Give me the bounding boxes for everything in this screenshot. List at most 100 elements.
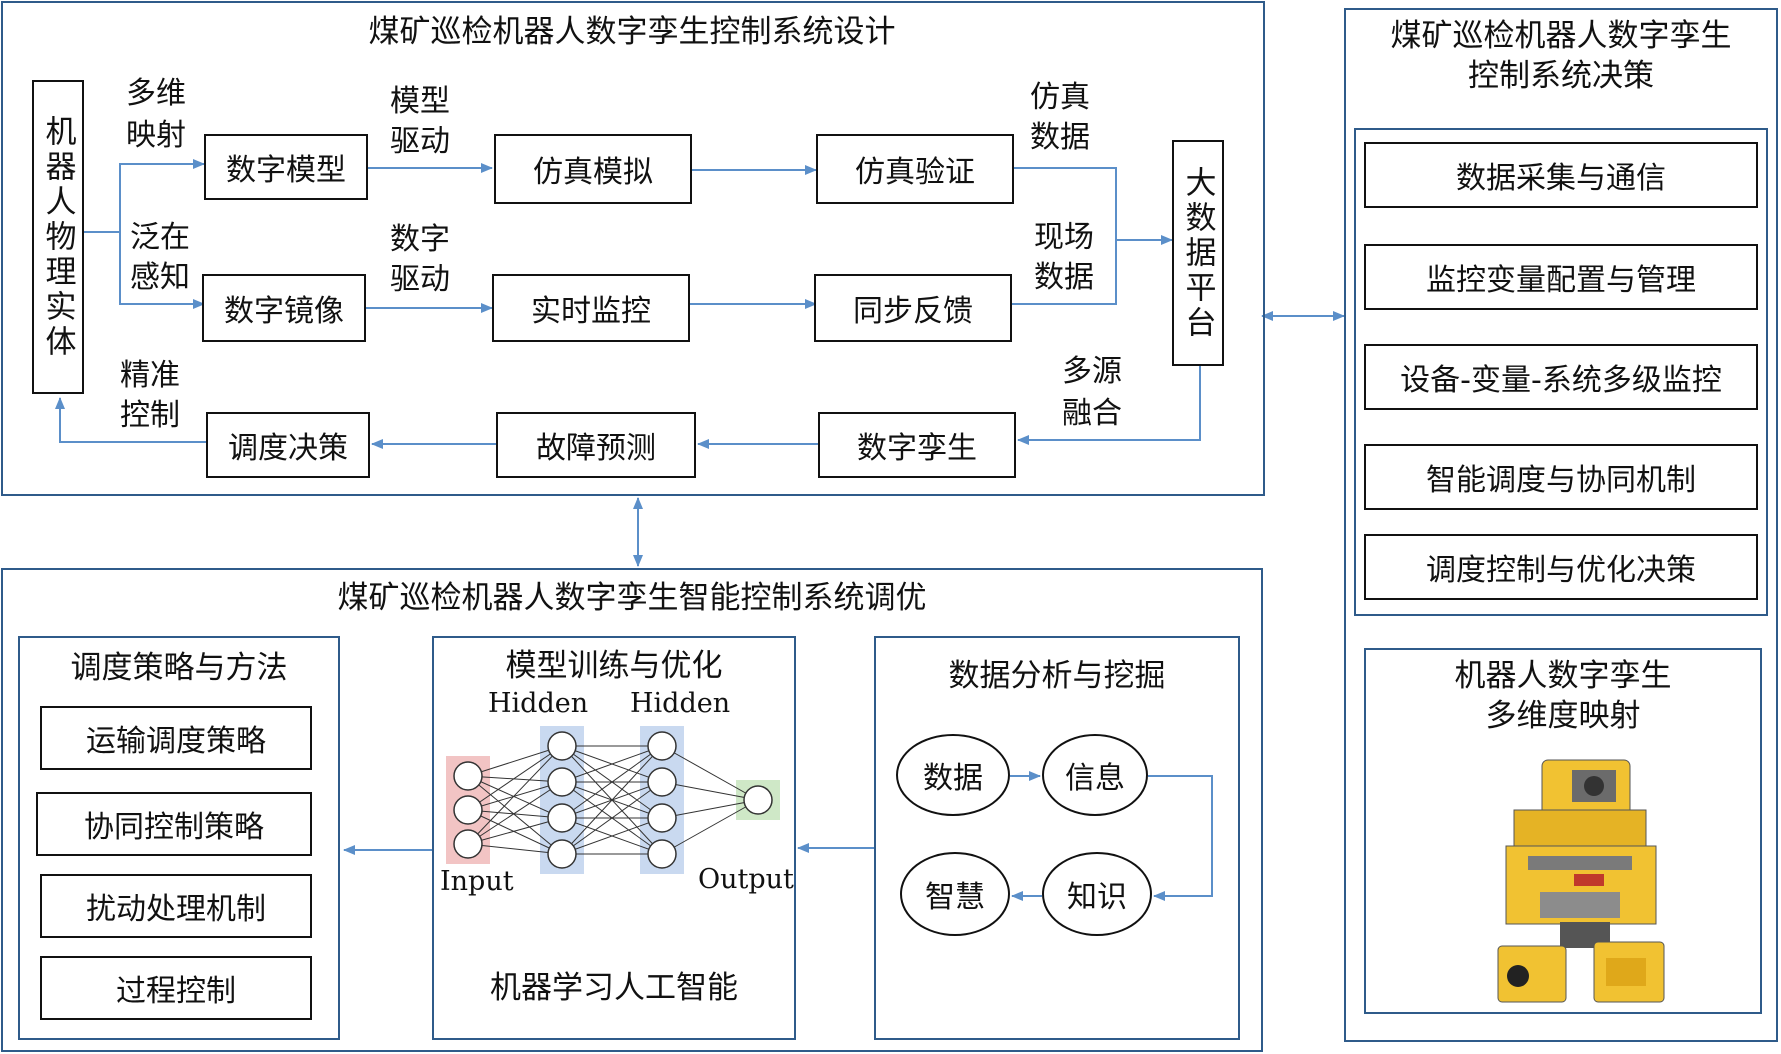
strategy-item-1-label: 运输调度策略	[86, 724, 266, 759]
dikw-data-label: 数据	[923, 761, 983, 796]
nn-node-hidden1	[547, 803, 577, 833]
digital-model-box: 数字模型	[204, 134, 368, 200]
decision-item-1-label: 数据采集与通信	[1456, 161, 1666, 196]
label-precise-1: 精准	[120, 358, 180, 393]
dikw-info-node: 信息	[1042, 734, 1148, 816]
label-sim-data-2: 数据	[1030, 120, 1090, 155]
robot-mapping-title-line1: 机器人数字孪生	[1454, 658, 1672, 694]
big-data-platform-box: 大数据平台	[1172, 140, 1224, 366]
nn-node-hidden1	[547, 731, 577, 761]
robot-entity-label: 机器人物理实体	[39, 114, 76, 360]
dispatch-decision-label: 调度决策	[228, 431, 348, 466]
analysis-frame	[874, 636, 1240, 1040]
digital-mirror-box: 数字镜像	[202, 274, 366, 342]
sim-verify-box: 仿真验证	[816, 134, 1014, 204]
nn-connection	[561, 745, 663, 855]
model-frame	[432, 636, 796, 1040]
decision-item-1: 数据采集与通信	[1364, 142, 1758, 208]
robot-mapping-title-line2: 多维度映射	[1485, 698, 1641, 734]
decision-item-2-label: 监控变量配置与管理	[1426, 263, 1696, 298]
nn-connection	[561, 745, 663, 819]
label-pervasive-1: 泛在	[130, 220, 190, 255]
label-field-data-2: 数据	[1034, 260, 1094, 295]
nn-connection	[467, 809, 563, 819]
arrow-entity-to-mirror	[119, 232, 205, 309]
nn-connection	[661, 799, 759, 855]
sim-verify-label: 仿真验证	[855, 155, 975, 190]
nn-connection	[661, 781, 759, 801]
analysis-title: 数据分析与挖掘	[948, 658, 1166, 694]
fault-predict-box: 故障预测	[496, 412, 696, 478]
label-pervasive-2: 感知	[130, 260, 190, 295]
nn-connection	[467, 781, 563, 845]
nn-connection	[467, 817, 563, 845]
label-precise-2: 控制	[120, 398, 180, 433]
simulation-label: 仿真模拟	[533, 155, 653, 190]
strategy-title: 调度策略与方法	[70, 650, 288, 686]
decision-item-4-label: 智能调度与协同机制	[1426, 463, 1696, 498]
digital-twin-box: 数字孪生	[818, 412, 1016, 478]
nn-connection	[467, 745, 563, 845]
decision-items-frame	[1354, 128, 1768, 616]
nn-hidden-label-1: Hidden	[488, 688, 589, 719]
label-multi-dim-2: 映射	[126, 118, 186, 153]
nn-node-hidden2	[647, 767, 677, 797]
design-panel	[1, 1, 1265, 496]
nn-node-hidden2	[647, 839, 677, 869]
nn-connection	[661, 799, 759, 819]
label-model-drive-1: 模型	[390, 84, 450, 119]
dispatch-decision-box: 调度决策	[206, 412, 370, 478]
nn-node-hidden1	[547, 839, 577, 869]
dikw-knowledge-label: 知识	[1067, 880, 1127, 915]
arrow-verify-to-bigdata	[1014, 167, 1173, 245]
dikw-knowledge-node: 知识	[1042, 852, 1152, 936]
nn-connection	[467, 843, 563, 855]
digital-mirror-label: 数字镜像	[224, 294, 344, 329]
decision-title-line1: 煤矿巡检机器人数字孪生	[1390, 18, 1732, 54]
label-sim-data-1: 仿真	[1030, 80, 1090, 115]
big-data-platform-label: 大数据平台	[1179, 165, 1216, 341]
nn-output-label: Output	[698, 864, 794, 895]
tuning-panel	[1, 568, 1263, 1052]
model-title: 模型训练与优化	[505, 648, 723, 684]
robot-mapping-frame	[1364, 648, 1762, 1014]
strategy-item-2-label: 协同控制策略	[84, 810, 264, 845]
design-title: 煤矿巡检机器人数字孪生控制系统设计	[368, 14, 896, 50]
nn-connection	[661, 745, 759, 801]
label-field-data-1: 现场	[1034, 220, 1094, 255]
decision-item-5-label: 调度控制与优化决策	[1426, 553, 1696, 588]
arrow-dispatch-to-entity	[55, 397, 206, 443]
strategy-item-4: 过程控制	[40, 956, 312, 1020]
nn-node-hidden1	[547, 767, 577, 797]
neural-network-diagram	[446, 726, 780, 874]
nn-connection	[467, 775, 563, 819]
label-data-drive-1: 数字	[390, 222, 450, 257]
label-data-drive-2: 驱动	[390, 262, 450, 297]
strategy-item-2: 协同控制策略	[36, 792, 312, 856]
nn-node-input	[453, 761, 483, 791]
nn-node-hidden2	[647, 803, 677, 833]
decision-item-3-label: 设备-变量-系统多级监控	[1400, 363, 1722, 398]
label-fusion-2: 融合	[1062, 396, 1122, 431]
nn-node-input	[453, 795, 483, 825]
strategy-item-4-label: 过程控制	[116, 974, 236, 1009]
strategy-item-3-label: 扰动处理机制	[86, 892, 266, 927]
realtime-monitor-box: 实时监控	[492, 274, 690, 342]
arrow-entity-to-model	[84, 159, 205, 233]
nn-connection	[561, 781, 663, 855]
decision-item-3: 设备-变量-系统多级监控	[1364, 344, 1758, 410]
nn-connection	[561, 745, 663, 783]
fault-predict-label: 故障预测	[536, 431, 656, 466]
nn-node-input	[453, 829, 483, 859]
strategy-item-3: 扰动处理机制	[40, 874, 312, 938]
strategy-frame	[18, 636, 340, 1040]
nn-connection	[467, 781, 563, 811]
label-multi-dim-1: 多维	[126, 76, 186, 111]
robot-illustration	[1497, 759, 1665, 1003]
nn-connection	[467, 745, 563, 777]
decision-item-5: 调度控制与优化决策	[1364, 534, 1758, 600]
nn-connection	[467, 775, 563, 855]
model-caption: 机器学习人工智能	[490, 970, 738, 1006]
nn-hidden-label-2: Hidden	[630, 688, 731, 719]
